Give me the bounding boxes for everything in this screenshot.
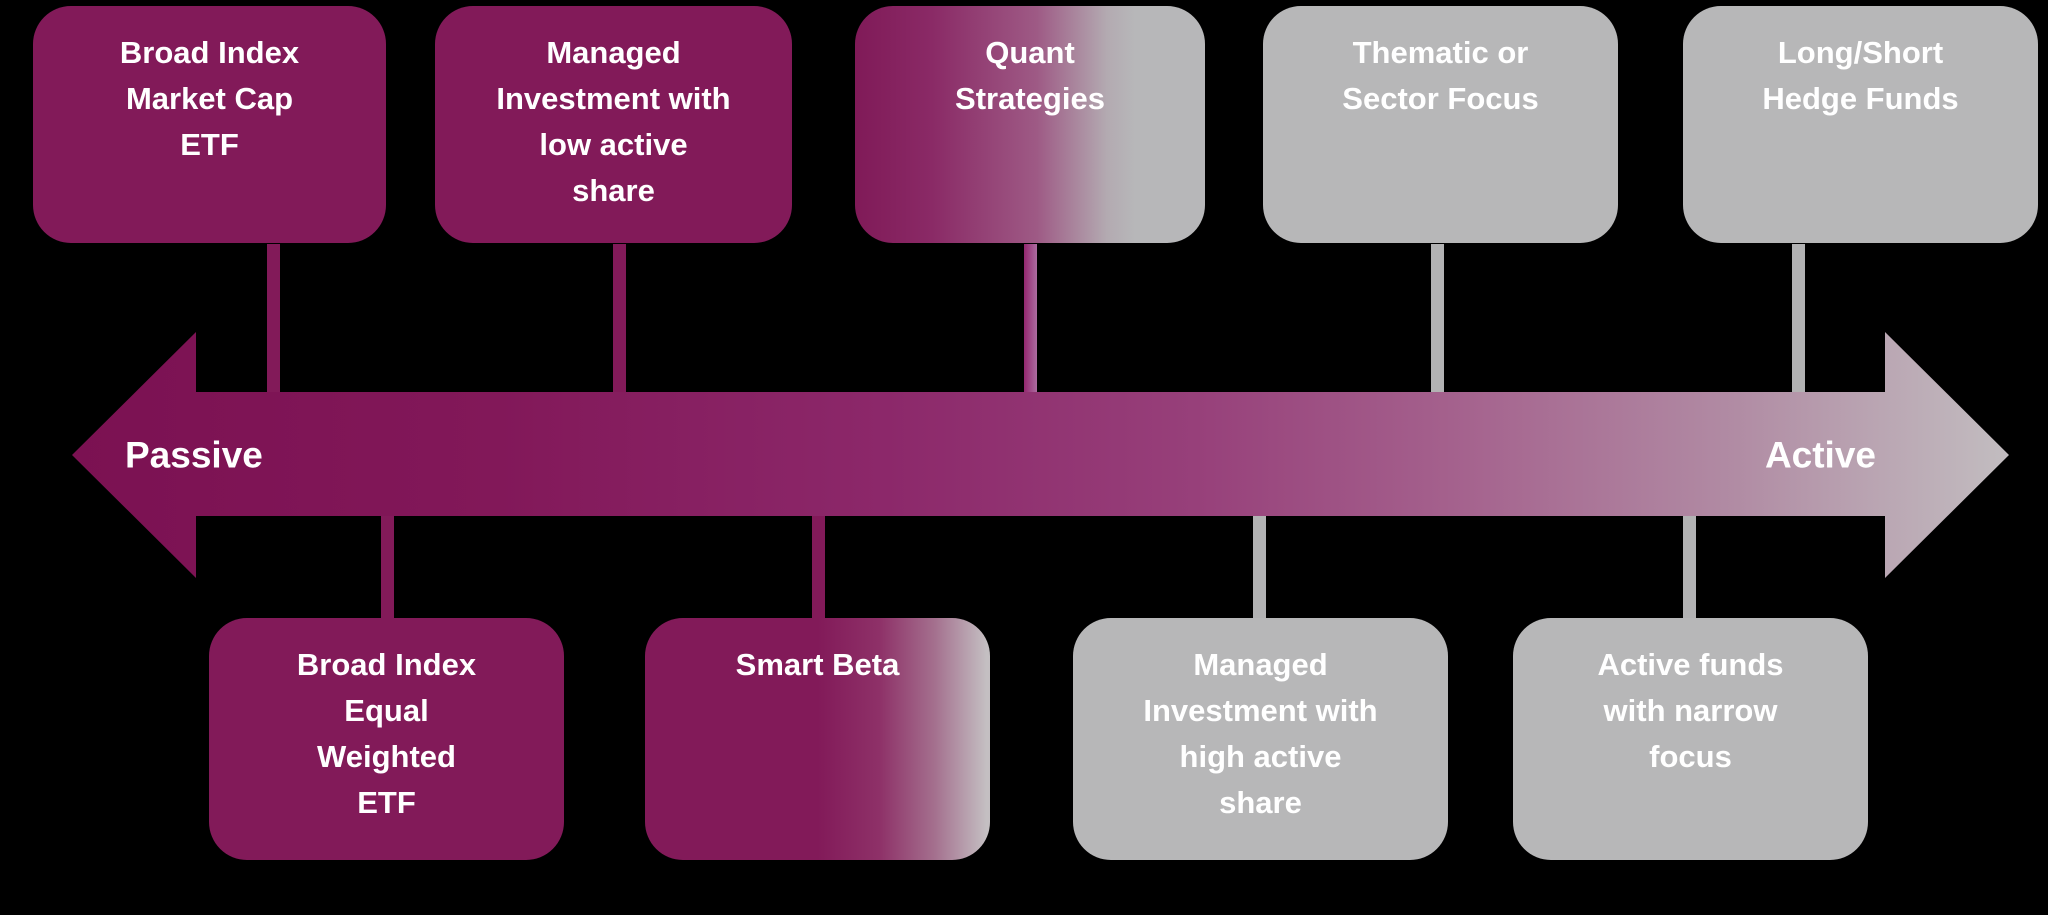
connector-managed-investment-low-active-share (613, 244, 626, 394)
box-long-short-hedge-funds: Long/Short Hedge Funds (1683, 6, 2038, 243)
box-label: Managed Investment with high active shar… (1143, 647, 1378, 820)
box-managed-investment-high-active-share: Managed Investment with high active shar… (1073, 618, 1448, 860)
box-smart-beta: Smart Beta (645, 618, 990, 860)
connector-smart-beta (812, 514, 825, 620)
box-label: Managed Investment with low active share (496, 35, 731, 208)
box-label: Quant Strategies (955, 35, 1105, 116)
box-label: Smart Beta (735, 647, 900, 682)
connector-broad-index-equal-weighted-etf (381, 514, 394, 620)
box-thematic-or-sector-focus: Thematic or Sector Focus (1263, 6, 1618, 243)
box-quant-strategies: Quant Strategies (855, 6, 1205, 243)
connector-broad-index-market-cap-etf (267, 244, 280, 394)
box-active-funds-narrow-focus: Active funds with narrow focus (1513, 618, 1868, 860)
passive-active-arrow: Passive Active (72, 332, 2009, 578)
connector-long-short-hedge-funds (1792, 244, 1805, 394)
box-managed-investment-low-active-share: Managed Investment with low active share (435, 6, 792, 243)
box-label: Broad Index Equal Weighted ETF (296, 647, 477, 820)
box-broad-index-market-cap-etf: Broad Index Market Cap ETF (33, 6, 386, 243)
box-label: Long/Short Hedge Funds (1762, 35, 1959, 116)
box-broad-index-equal-weighted-etf: Broad Index Equal Weighted ETF (209, 618, 564, 860)
connector-thematic-or-sector-focus (1431, 244, 1444, 394)
active-label: Active (1764, 434, 1876, 476)
passive-label: Passive (125, 434, 263, 476)
box-label: Active funds with narrow focus (1597, 647, 1784, 774)
box-label: Thematic or Sector Focus (1342, 35, 1539, 116)
connector-managed-investment-high-active-share (1253, 514, 1266, 620)
box-label: Broad Index Market Cap ETF (119, 35, 300, 162)
connector-quant-strategies (1024, 244, 1037, 394)
connector-active-funds-narrow-focus (1683, 514, 1696, 620)
double-arrow-shape (72, 332, 2009, 578)
